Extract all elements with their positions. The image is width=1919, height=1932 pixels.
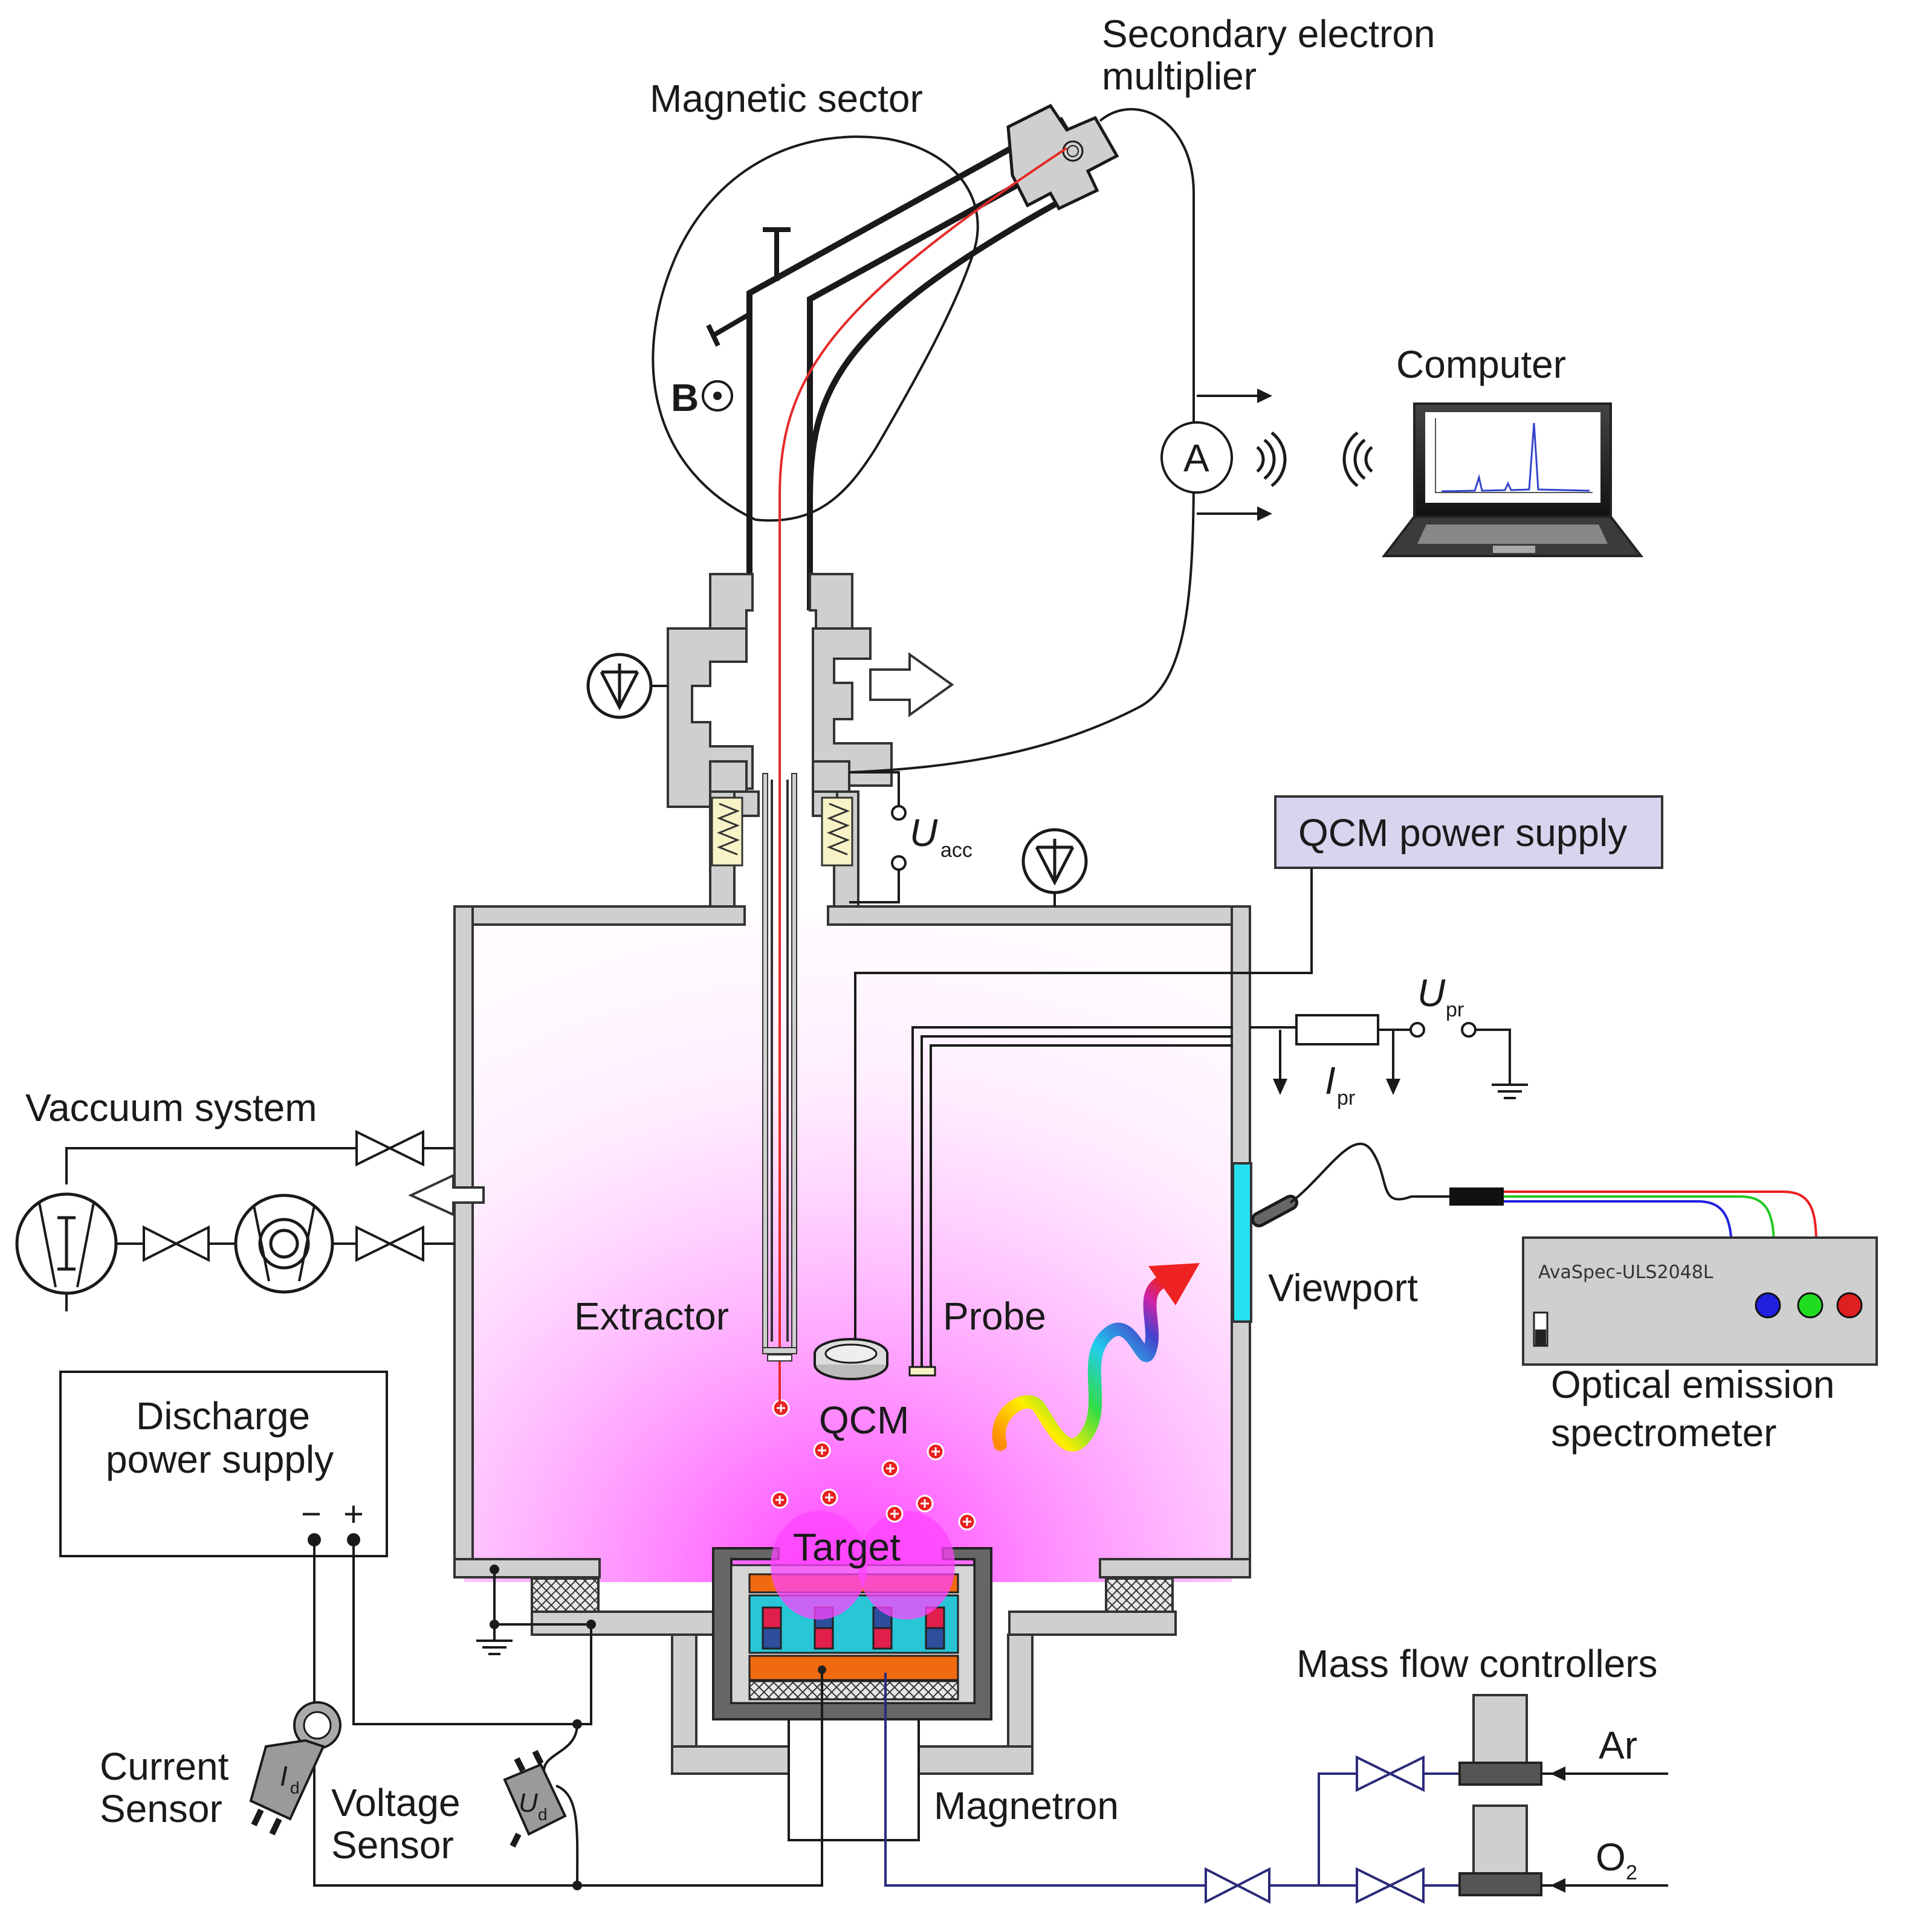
svg-text:Discharge: Discharge — [136, 1394, 310, 1438]
magnetron-label: Magnetron — [934, 1784, 1119, 1827]
oes-label-line2: spectrometer — [1551, 1411, 1776, 1455]
svg-text:AvaSpec-ULS2048L: AvaSpec-ULS2048L — [1538, 1262, 1714, 1283]
voltage-sensor-label-line1: Voltage — [331, 1781, 461, 1824]
valve-icon — [1356, 1867, 1425, 1904]
ammeter-icon: A — [1160, 389, 1272, 521]
qcm-power-supply: QCM power supply — [1274, 795, 1663, 869]
voltage-sensor-label-line2: Sensor — [331, 1823, 454, 1867]
vacuum-system-label: Vaccuum system — [25, 1086, 317, 1129]
argon-label: Ar — [1599, 1724, 1637, 1767]
svg-text:I: I — [1325, 1059, 1336, 1102]
oes-label-line1: Optical emission — [1551, 1363, 1835, 1406]
svg-text:B: B — [671, 376, 699, 419]
svg-text:I: I — [280, 1760, 288, 1792]
u-pr-label: U pr — [1417, 971, 1464, 1021]
viewport-window — [1232, 1162, 1252, 1323]
extractor-label: Extractor — [574, 1294, 729, 1338]
svg-text:acc: acc — [940, 839, 972, 862]
optical-emission-wave — [992, 1275, 1170, 1452]
computer-label: Computer — [1396, 343, 1566, 386]
viewport-label: Viewport — [1268, 1266, 1418, 1310]
vacuum-system — [15, 1129, 485, 1311]
target-label: Target — [793, 1525, 901, 1569]
svg-text:QCM power supply: QCM power supply — [1298, 811, 1627, 855]
oxygen-label: O 2 — [1596, 1835, 1637, 1884]
spectrometer-box: AvaSpec-ULS2048L — [1522, 1236, 1878, 1366]
mass-spectrometer — [652, 103, 1119, 1405]
current-sensor-label-line2: Sensor — [100, 1787, 222, 1830]
laptop-computer — [1381, 402, 1644, 557]
wifi-signal-icon — [1256, 431, 1373, 487]
discharge-power-supply: Discharge power supply − + — [59, 1371, 388, 1557]
svg-text:+: + — [343, 1494, 364, 1534]
svg-text:power supply: power supply — [106, 1438, 334, 1481]
acceleration-voltage-wiring — [849, 108, 1195, 903]
sem-label-line2: multiplier — [1102, 54, 1257, 98]
svg-text:pr: pr — [1337, 1087, 1355, 1110]
u-acc-label: U acc — [910, 811, 972, 862]
svg-text:2: 2 — [1626, 1861, 1637, 1884]
svg-text:O: O — [1596, 1835, 1626, 1879]
current-sensor: I d — [249, 1701, 341, 1836]
svg-text:A: A — [1183, 436, 1209, 480]
qcm-label: QCM — [819, 1398, 909, 1442]
mfc-label: Mass flow controllers — [1296, 1642, 1658, 1685]
ground-icon — [476, 1640, 513, 1655]
magnetic-sector-label: Magnetic sector — [650, 77, 923, 120]
svg-text:d: d — [538, 1805, 548, 1824]
valve-icon — [1356, 1755, 1425, 1792]
i-pr-label: I pr — [1325, 1059, 1355, 1110]
sem-label-line1: Secondary electron — [1102, 12, 1435, 56]
svg-text:U: U — [1417, 971, 1446, 1015]
ground-icon — [1492, 1084, 1528, 1099]
rough-pump-icon — [15, 1192, 118, 1311]
svg-text:pr: pr — [1446, 998, 1464, 1021]
svg-text:−: − — [301, 1494, 322, 1534]
valve-icon — [355, 1129, 424, 1167]
langmuir-probe — [908, 1014, 1511, 1377]
valve-icon — [1205, 1867, 1270, 1904]
probe-label: Probe — [943, 1294, 1046, 1338]
turbo-pump-icon — [234, 1194, 334, 1294]
svg-text:U: U — [519, 1788, 538, 1818]
ions — [771, 1399, 976, 1531]
pressure-gauge-icon — [1021, 828, 1088, 906]
discharge-wiring — [313, 1540, 823, 1890]
qcm-sensor — [814, 868, 1313, 1380]
b-field-symbol: B — [671, 376, 733, 419]
svg-text:d: d — [290, 1779, 300, 1797]
valve-icon — [143, 1225, 210, 1262]
valve-icon — [355, 1225, 424, 1262]
gas-supply — [884, 1673, 1668, 1904]
current-sensor-label-line1: Current — [100, 1745, 229, 1788]
pressure-gauge-icon — [586, 653, 668, 719]
svg-text:U: U — [910, 811, 938, 855]
magnetron — [712, 1511, 992, 1720]
voltage-sensor: U d — [503, 1749, 567, 1848]
